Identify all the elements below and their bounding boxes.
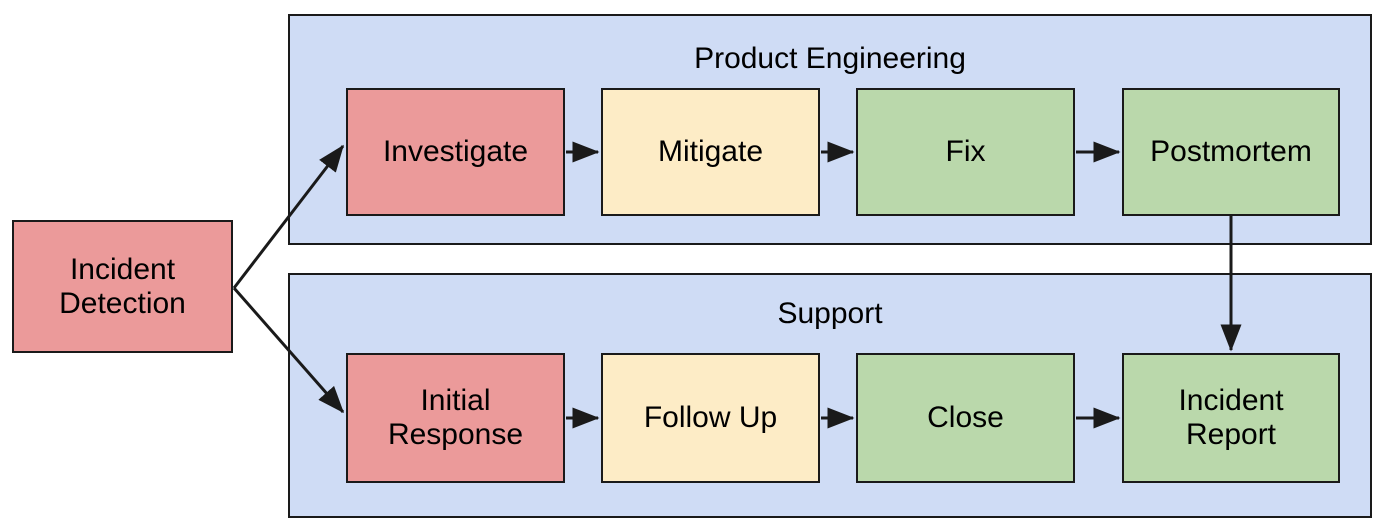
node-label: Incident Report — [1178, 384, 1283, 451]
node-fix[interactable]: Fix — [856, 88, 1075, 216]
node-label-line1: Incident — [69, 252, 176, 286]
node-label: Close — [927, 401, 1004, 435]
swimlane-title-product-engineering: Product Engineering — [694, 42, 966, 75]
node-label-line2: Response — [387, 418, 524, 451]
node-postmortem[interactable]: Postmortem — [1122, 88, 1340, 216]
node-label-line2: Detection — [59, 286, 186, 320]
node-label-line2: Report — [1185, 418, 1277, 451]
node-label: Postmortem — [1150, 135, 1312, 169]
node-label: Mitigate — [657, 135, 764, 169]
node-follow-up[interactable]: Follow Up — [601, 353, 820, 483]
node-label: Follow Up — [643, 401, 778, 435]
node-initial-response[interactable]: Initial Response — [346, 353, 565, 483]
node-label-line1: Incident — [1178, 384, 1284, 418]
node-incident-detection[interactable]: Incident Detection — [12, 220, 233, 353]
node-label: Fix — [945, 135, 986, 169]
node-mitigate[interactable]: Mitigate — [601, 88, 820, 216]
node-label-line1: Initial — [420, 384, 491, 418]
node-close[interactable]: Close — [856, 353, 1075, 483]
swimlane-title-support: Support — [777, 297, 883, 330]
node-label: Investigate — [382, 135, 529, 169]
node-label: Incident Detection — [59, 253, 186, 320]
node-incident-report[interactable]: Incident Report — [1122, 353, 1340, 483]
node-investigate[interactable]: Investigate — [346, 88, 565, 216]
node-label: Initial Response — [388, 384, 523, 451]
